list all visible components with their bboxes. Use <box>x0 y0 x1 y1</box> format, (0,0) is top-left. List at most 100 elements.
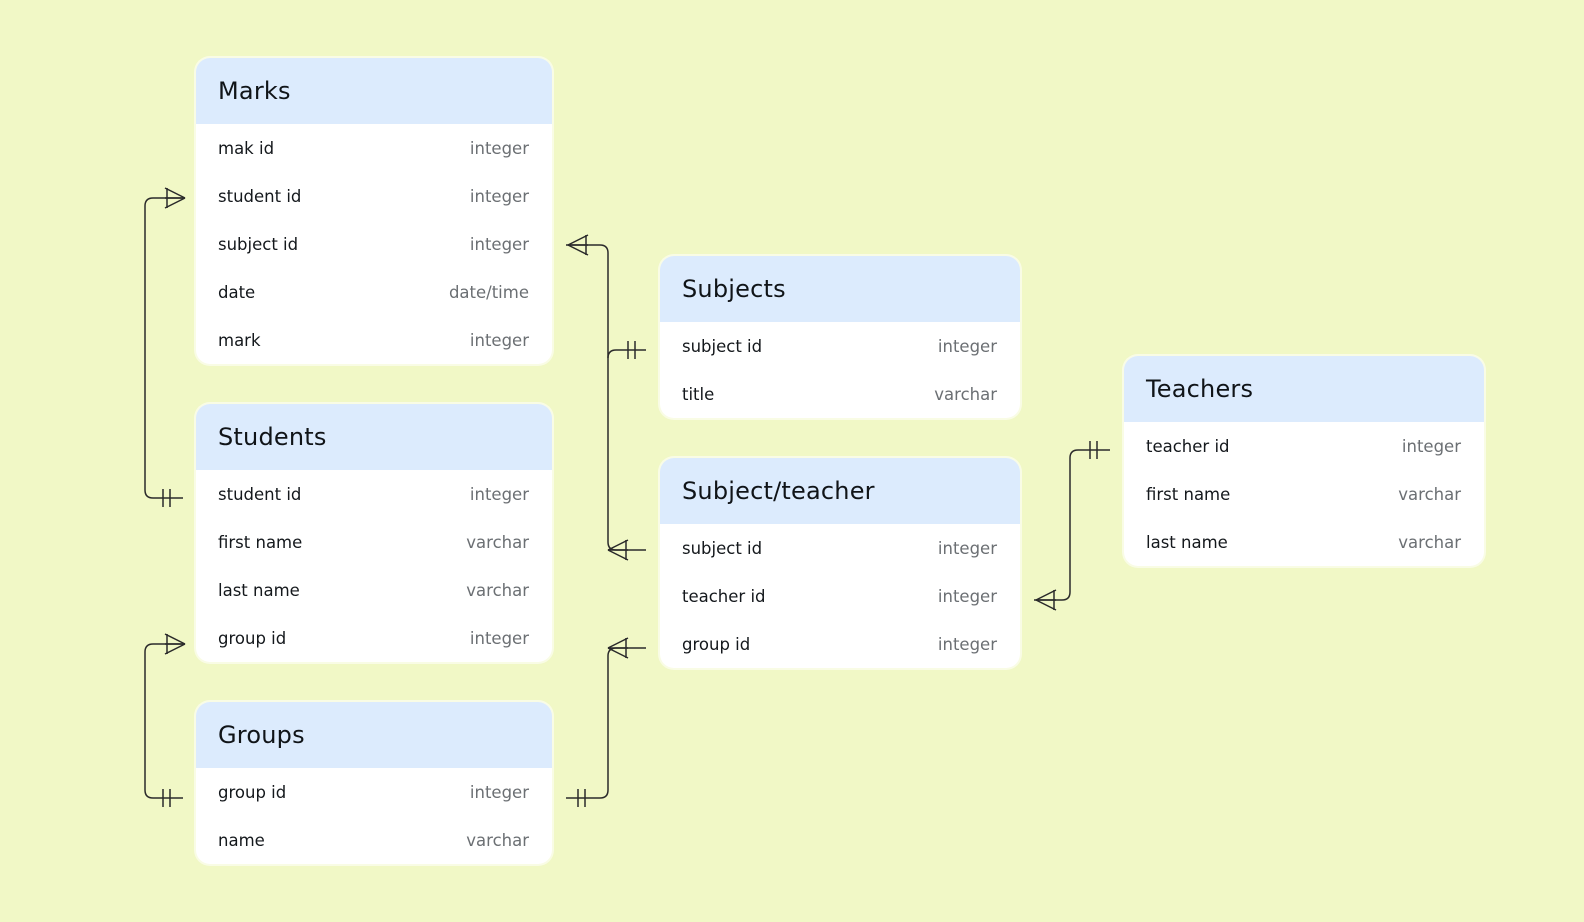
field-type: varchar <box>934 384 997 404</box>
table-title: Marks <box>218 77 291 105</box>
field-name: group id <box>218 782 287 802</box>
field-name: group id <box>218 628 287 648</box>
relationship-subjects-links <box>607 349 646 359</box>
table-header: Subjects <box>660 256 1020 322</box>
field-row[interactable]: student id integer <box>196 470 552 518</box>
field-type: integer <box>937 538 997 558</box>
field-row[interactable]: first name varchar <box>1124 470 1484 518</box>
field-name: last name <box>218 580 300 600</box>
table-header: Groups <box>196 702 552 768</box>
table-title: Subject/teacher <box>682 477 875 505</box>
field-row[interactable]: name varchar <box>196 816 552 864</box>
field-type: integer <box>469 782 529 802</box>
field-type: varchar <box>1398 484 1461 504</box>
crow-foot-mark <box>164 187 186 199</box>
field-type: integer <box>469 138 529 158</box>
table-subjects[interactable]: Subjects subject id integer title varchar <box>660 256 1020 418</box>
field-name: mark <box>218 330 261 350</box>
field-type: integer <box>469 234 529 254</box>
table-header: Students <box>196 404 552 470</box>
field-type: varchar <box>466 830 529 850</box>
field-type: integer <box>469 484 529 504</box>
field-type: integer <box>937 586 997 606</box>
field-name: name <box>218 830 265 850</box>
field-row[interactable]: group id integer <box>196 614 552 662</box>
table-header: Teachers <box>1124 356 1484 422</box>
crow-foot-mark <box>164 643 186 655</box>
field-name: teacher id <box>682 586 766 606</box>
crow-foot-mark <box>567 234 589 246</box>
table-teachers[interactable]: Teachers teacher id integer first name varc… <box>1124 356 1484 566</box>
field-row[interactable]: subject id integer <box>660 524 1020 572</box>
table-title: Groups <box>218 721 305 749</box>
crow-foot-mark <box>607 637 629 649</box>
field-name: last name <box>1146 532 1228 552</box>
field-row[interactable]: last name varchar <box>1124 518 1484 566</box>
field-type: integer <box>469 186 529 206</box>
field-row[interactable]: last name varchar <box>196 566 552 614</box>
field-row[interactable]: group id integer <box>196 768 552 816</box>
field-row[interactable]: mark integer <box>196 316 552 364</box>
field-row[interactable]: date date/time <box>196 268 552 316</box>
crow-foot-mark <box>567 244 589 256</box>
field-name: student id <box>218 484 302 504</box>
relationship-groups-subject-teacher <box>566 647 646 799</box>
field-row[interactable]: mak id integer <box>196 124 552 172</box>
field-name: date <box>218 282 256 302</box>
field-name: first name <box>1146 484 1231 504</box>
field-type: integer <box>469 330 529 350</box>
relationship-students-marks <box>144 197 183 499</box>
field-name: first name <box>218 532 303 552</box>
table-header: Subject/teacher <box>660 458 1020 524</box>
table-title: Subjects <box>682 275 786 303</box>
relationship-teachers-subject-teacher <box>1034 449 1110 601</box>
table-header: Marks <box>196 58 552 124</box>
table-title: Teachers <box>1146 375 1254 403</box>
field-type: varchar <box>1398 532 1461 552</box>
field-name: mak id <box>218 138 275 158</box>
crow-foot-mark <box>1035 589 1057 601</box>
field-row[interactable]: subject id integer <box>196 220 552 268</box>
field-list: subject id integer title varchar <box>660 322 1020 418</box>
field-type: integer <box>937 634 997 654</box>
field-name: teacher id <box>1146 436 1230 456</box>
field-name: title <box>682 384 715 404</box>
field-type: integer <box>469 628 529 648</box>
crow-foot-mark <box>607 539 629 551</box>
field-row[interactable]: student id integer <box>196 172 552 220</box>
field-row[interactable]: teacher id integer <box>1124 422 1484 470</box>
field-type: date/time <box>448 282 529 302</box>
crow-foot-mark <box>607 549 629 561</box>
field-name: subject id <box>682 538 763 558</box>
relationship-groups-students <box>144 643 183 799</box>
field-list: group id integer name varchar <box>196 768 552 864</box>
crow-foot-mark <box>164 197 186 209</box>
field-row[interactable]: group id integer <box>660 620 1020 668</box>
crow-foot-mark <box>1035 599 1057 611</box>
field-row[interactable]: teacher id integer <box>660 572 1020 620</box>
table-groups[interactable]: Groups group id integer name varchar <box>196 702 552 864</box>
field-name: subject id <box>682 336 763 356</box>
relationship-subjects-links <box>566 244 646 551</box>
field-name: student id <box>218 186 302 206</box>
field-type: integer <box>937 336 997 356</box>
field-type: integer <box>1401 436 1461 456</box>
crow-foot-mark <box>164 633 186 645</box>
table-title: Students <box>218 423 327 451</box>
field-row[interactable]: subject id integer <box>660 322 1020 370</box>
field-type: varchar <box>466 580 529 600</box>
crow-foot-mark <box>607 647 629 659</box>
field-row[interactable]: title varchar <box>660 370 1020 418</box>
field-name: subject id <box>218 234 299 254</box>
field-name: group id <box>682 634 751 654</box>
